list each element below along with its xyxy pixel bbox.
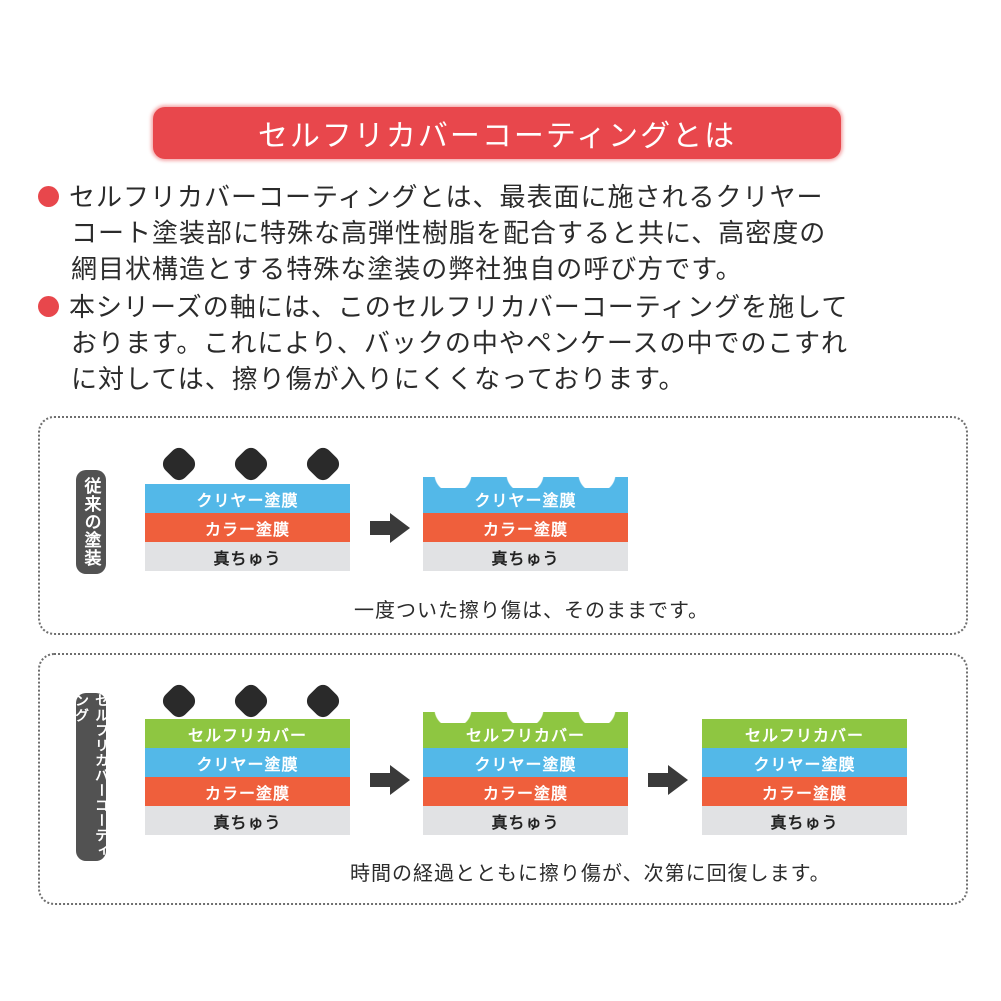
paragraph-1-line-3: 網目状構造とする特殊な塗装の弊社独自の呼び方です。 bbox=[71, 255, 743, 285]
recover-layer-scratched: セルフリカバー bbox=[423, 709, 628, 748]
conventional-panel: 従来の塗装 クリヤー塗膜 カラー塗膜 真ちゅう クリヤー塗膜 カラー塗膜 真ちゅ… bbox=[38, 416, 968, 635]
core-layer: 真ちゅう bbox=[423, 542, 628, 571]
color-layer: カラー塗膜 bbox=[423, 777, 628, 806]
conventional-label: 従来の塗装 bbox=[76, 470, 106, 574]
paragraph-2-line-3: に対しては、擦り傷が入りにくくなっております。 bbox=[71, 365, 686, 395]
core-layer: 真ちゅう bbox=[423, 806, 628, 835]
abrasive-particle-icon bbox=[303, 681, 343, 721]
paragraph-2-line-2: おります。これにより、バックの中やペンケースの中でのこすれ bbox=[71, 329, 849, 359]
abrasive-particle-icon bbox=[159, 444, 199, 484]
recover-layer-restored: セルフリカバー bbox=[702, 719, 907, 748]
paragraph-1-line-1: セルフリカバーコーティングとは、最表面に施されるクリヤー bbox=[38, 180, 978, 216]
color-layer: カラー塗膜 bbox=[702, 777, 907, 806]
clear-layer: クリヤー塗膜 bbox=[145, 748, 350, 777]
color-layer: カラー塗膜 bbox=[145, 513, 350, 542]
conventional-caption: 一度ついた擦り傷は、そのままです。 bbox=[354, 598, 709, 622]
paragraph-2-line-1: 本シリーズの軸には、このセルフリカバーコーティングを施して bbox=[38, 290, 978, 326]
paragraph-text: セルフリカバーコーティングとは、最表面に施されるクリヤー bbox=[69, 183, 824, 213]
paragraph-1-line-2: コート塗装部に特殊な高弾性樹脂を配合すると共に、高密度の bbox=[71, 219, 827, 249]
bullet-dot-icon bbox=[38, 296, 59, 317]
abrasive-particle-icon bbox=[231, 444, 271, 484]
self-recover-stack-recovered: セルフリカバー クリヤー塗膜 カラー塗膜 真ちゅう bbox=[702, 719, 907, 835]
clear-layer: クリヤー塗膜 bbox=[702, 748, 907, 777]
bullet-dot-icon bbox=[38, 186, 59, 207]
paragraph-1: セルフリカバーコーティングとは、最表面に施されるクリヤー コート塗装部に特殊な高… bbox=[38, 180, 978, 288]
conventional-stack-before: クリヤー塗膜 カラー塗膜 真ちゅう bbox=[145, 484, 350, 571]
title-banner: セルフリカバーコーティングとは bbox=[153, 107, 841, 159]
core-layer: 真ちゅう bbox=[145, 806, 350, 835]
paragraph-text: 本シリーズの軸には、このセルフリカバーコーティングを施して bbox=[69, 293, 849, 323]
abrasive-particle-icon bbox=[231, 681, 271, 721]
color-layer: カラー塗膜 bbox=[145, 777, 350, 806]
arrow-right-icon bbox=[648, 765, 688, 795]
core-layer: 真ちゅう bbox=[145, 542, 350, 571]
self-recover-stack-scratched: セルフリカバー クリヤー塗膜 カラー塗膜 真ちゅう bbox=[423, 709, 628, 835]
self-recover-stack-before: セルフリカバー クリヤー塗膜 カラー塗膜 真ちゅう bbox=[145, 719, 350, 835]
self-recover-panel: セルフリカバーコーティング セルフリカバー クリヤー塗膜 カラー塗膜 真ちゅう … bbox=[38, 653, 968, 905]
self-recover-label: セルフリカバーコーティング bbox=[73, 693, 109, 861]
abrasive-particles bbox=[153, 444, 358, 484]
paragraph-2: 本シリーズの軸には、このセルフリカバーコーティングを施して おります。これにより… bbox=[38, 290, 978, 398]
core-layer: 真ちゅう bbox=[702, 806, 907, 835]
self-recover-caption: 時間の経過とともに擦り傷が、次第に回復します。 bbox=[350, 861, 831, 885]
page-title: セルフリカバーコーティングとは bbox=[257, 119, 737, 154]
arrow-right-icon bbox=[370, 765, 410, 795]
clear-layer: クリヤー塗膜 bbox=[145, 484, 350, 513]
abrasive-particles bbox=[153, 681, 358, 721]
color-layer: カラー塗膜 bbox=[423, 513, 628, 542]
recover-layer: セルフリカバー bbox=[145, 719, 350, 748]
clear-layer-scratched: クリヤー塗膜 bbox=[423, 474, 628, 513]
abrasive-particle-icon bbox=[159, 681, 199, 721]
abrasive-particle-icon bbox=[303, 444, 343, 484]
arrow-right-icon bbox=[370, 513, 410, 543]
clear-layer: クリヤー塗膜 bbox=[423, 748, 628, 777]
conventional-stack-after: クリヤー塗膜 カラー塗膜 真ちゅう bbox=[423, 474, 628, 571]
